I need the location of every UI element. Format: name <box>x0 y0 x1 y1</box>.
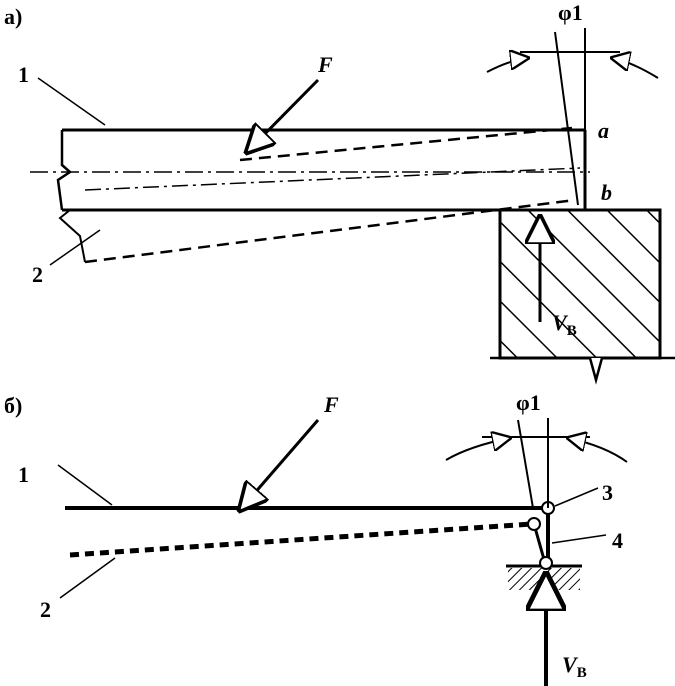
point-a-label: a <box>598 118 609 143</box>
panel-a-tag: а) <box>4 4 22 29</box>
leader-2 <box>49 229 101 266</box>
reaction-label: VB <box>562 652 587 681</box>
rotation-angle <box>486 28 659 206</box>
angle-label: φ1 <box>558 0 583 25</box>
panel-b: б) VB F φ1 3 4 1 2 <box>4 390 628 686</box>
deflected-label: 2 <box>32 262 43 287</box>
angle-label: φ1 <box>516 390 541 415</box>
panel-a: а) VB F φ1 a b <box>4 0 675 385</box>
beam <box>30 128 590 212</box>
link-label: 4 <box>612 528 623 553</box>
hinge-label: 3 <box>602 480 613 505</box>
force-label: F <box>317 52 333 77</box>
force-label: F <box>323 392 339 417</box>
panel-b-tag: б) <box>4 393 22 418</box>
deflected-beam <box>58 126 581 264</box>
support-block <box>490 208 675 385</box>
leader-1 <box>37 77 106 126</box>
deflected-beam <box>69 521 533 558</box>
point-b-label: b <box>601 180 612 205</box>
deflected-hinge-node <box>527 517 541 531</box>
force-arrow <box>240 419 320 510</box>
beam-label: 1 <box>18 62 29 87</box>
beam-label: 1 <box>18 462 29 487</box>
force-arrow <box>247 78 320 152</box>
deflected-label: 2 <box>40 597 51 622</box>
rotation-angle <box>445 418 628 509</box>
base-hinge-node <box>539 556 553 570</box>
reaction-label: VB <box>552 310 577 339</box>
